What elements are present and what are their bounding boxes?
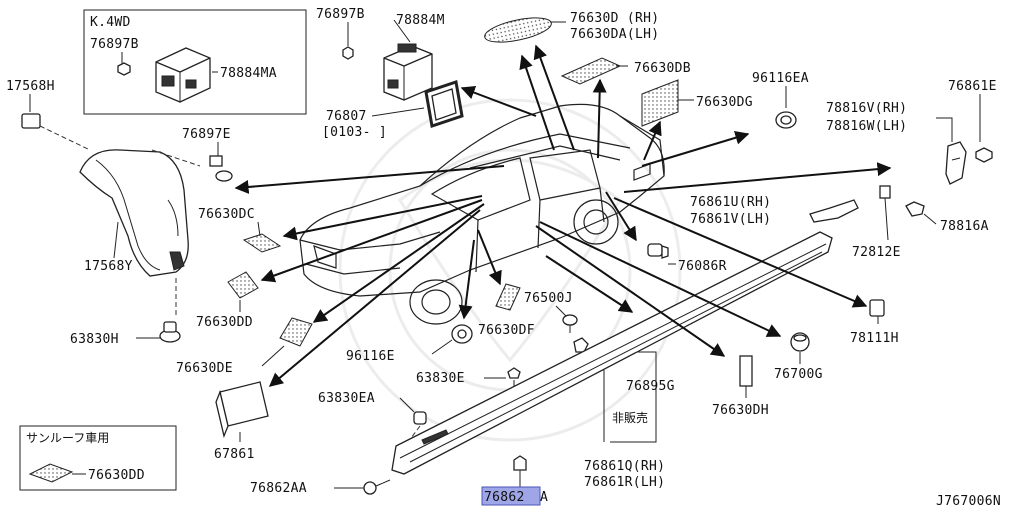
label-76807[interactable]: 76807 [326,109,367,124]
label-76861r[interactable]: 76861R(LH) [584,475,665,490]
grommet-96116e [451,324,473,344]
label-96116e[interactable]: 96116E [346,349,395,364]
label-76630dc[interactable]: 76630DC [198,207,255,222]
bracket-76861u [809,199,859,223]
label-76862aa[interactable]: 76862AA [250,481,307,496]
label-76086r[interactable]: 76086R [678,259,727,274]
diagram-code: J767006N [936,494,1001,509]
label-76630d[interactable]: 76630D (RH) [570,11,659,26]
module-78884ma [155,47,211,103]
pad-76630dh [739,355,753,387]
label-78884m[interactable]: 78884M [396,13,445,28]
clip-63830e [507,367,521,386]
label-76895g[interactable]: 76895G [626,379,675,394]
pad-76630dc [242,233,282,253]
label-76630dg[interactable]: 76630DG [696,95,753,110]
clip-78111h [869,299,885,324]
sill-76861q [391,231,833,475]
label-76630da[interactable]: 76630DA(LH) [570,27,659,42]
box-67861 [215,381,269,439]
label-76897e[interactable]: 76897E [182,127,231,142]
grommet-96116ea [775,111,797,129]
inset-sunroof-title: サンルーフ車用 [26,431,109,445]
pad-76630db [560,57,622,85]
screw-78816a [905,201,937,225]
bracket-78816v [945,141,967,185]
label-78884ma[interactable]: 78884MA [220,66,277,81]
pad-76630dd-sunroof [28,463,74,483]
pad-76630d [484,17,552,43]
label-not-sold: 非販売 [612,410,648,425]
clip-76500j [562,314,578,333]
label-17568y[interactable]: 17568Y [84,259,133,274]
label-76897b[interactable]: 76897B [316,7,365,22]
clip-63830h [159,321,181,343]
label-17568h[interactable]: 17568H [6,79,55,94]
label-63830e[interactable]: 63830E [416,371,465,386]
label-76862a[interactable]: 76862 [484,490,525,505]
label-78816a[interactable]: 78816A [940,219,989,234]
clip-76897b [342,46,354,60]
duct-17568y [79,149,189,277]
label-78816w[interactable]: 78816W(LH) [826,119,907,134]
label-76861v[interactable]: 76861V(LH) [690,212,771,227]
label-96116ea[interactable]: 96116EA [752,71,809,86]
label-78111h[interactable]: 78111H [850,331,899,346]
label-76862a-suffix: A [540,490,548,505]
label-76630df[interactable]: 76630DF [478,323,535,338]
label-76630dd[interactable]: 76630DD [196,315,253,330]
label-76630db[interactable]: 76630DB [634,61,691,76]
clip-76897b-inset [117,62,131,76]
inset-4wd: K.4WD 76897B 78884MA [83,9,307,115]
screw-76862aa [363,479,391,495]
clip-63830ea [413,411,427,425]
label-76630dh[interactable]: 76630DH [712,403,769,418]
pad-76630de [279,317,313,347]
label-63830h[interactable]: 63830H [70,332,119,347]
label-76700g[interactable]: 76700G [774,367,823,382]
pad-76630df [495,283,521,311]
label-76500j[interactable]: 76500J [524,291,573,306]
clip-76086r [647,243,669,259]
cap-76700g [790,332,810,352]
inset-sunroof: サンルーフ車用 76630DD [19,425,177,491]
module-78884m [383,43,433,101]
seal-76807 [424,80,464,128]
clip-72812e [879,185,891,241]
inset-4wd-title: K.4WD [90,15,131,30]
label-76897b-inset[interactable]: 76897B [90,37,139,52]
label-76861q[interactable]: 76861Q(RH) [584,459,665,474]
callout-arrows [234,44,892,387]
label-78816v[interactable]: 78816V(RH) [826,101,907,116]
clip-17568h [21,113,41,129]
label-76807-date: [0103- ] [322,125,387,140]
label-72812e[interactable]: 72812E [852,245,901,260]
label-76630dd-sunroof[interactable]: 76630DD [88,468,145,483]
label-76861u[interactable]: 76861U(RH) [690,195,771,210]
clip-76862a [513,455,527,488]
label-67861[interactable]: 67861 [214,447,255,462]
pad-76630dg [641,79,679,127]
label-63830ea[interactable]: 63830EA [318,391,375,406]
label-76630de[interactable]: 76630DE [176,361,233,376]
label-76861e[interactable]: 76861E [948,79,997,94]
highlight-76862a[interactable] [481,486,541,506]
clip-76861e [975,147,993,163]
clip-76897e [209,155,233,182]
pad-76630dd [227,271,259,299]
car-body [299,103,665,325]
